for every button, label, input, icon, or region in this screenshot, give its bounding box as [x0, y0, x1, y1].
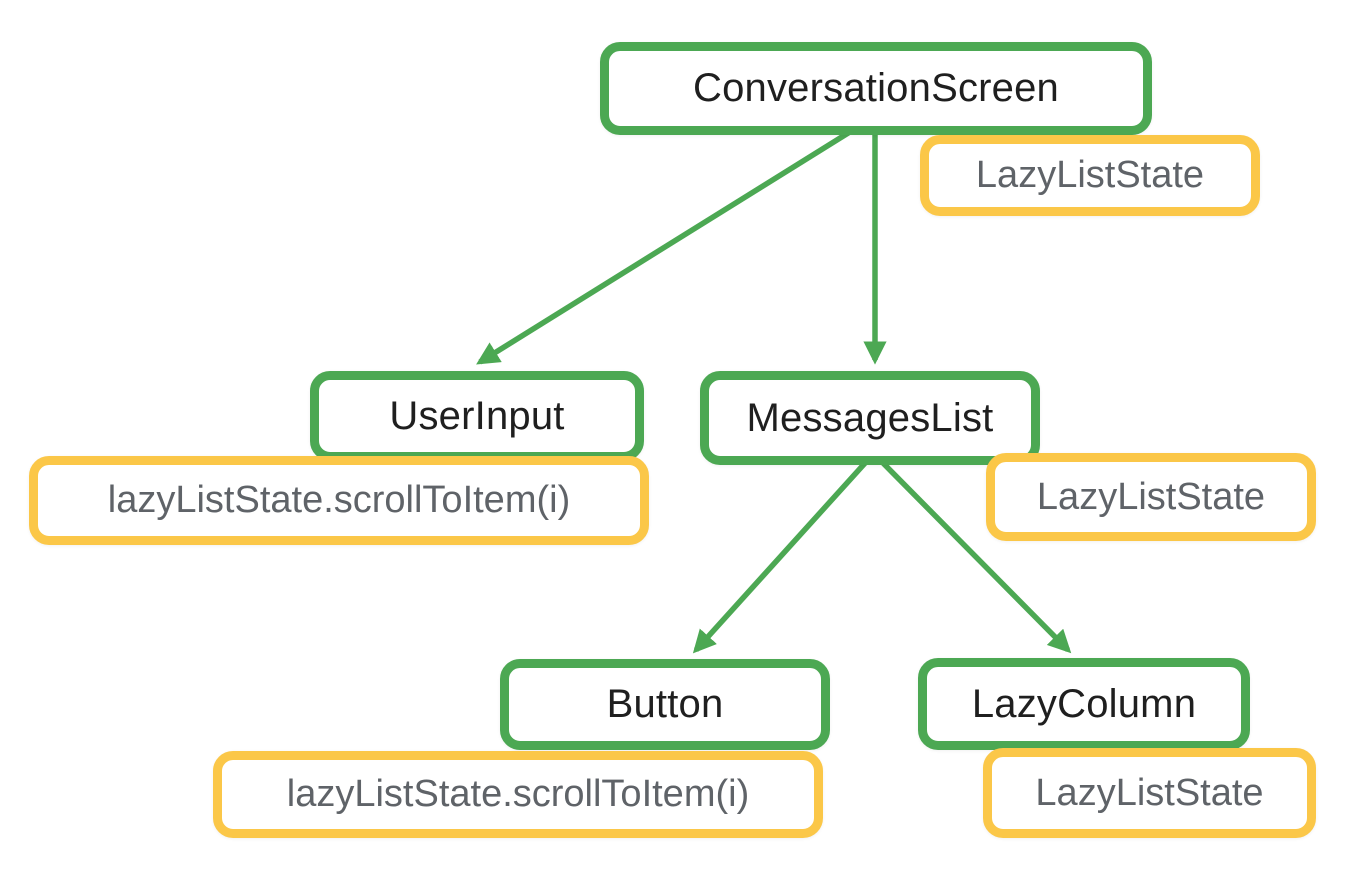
state-box-user-input: lazyListState.scrollToItem(i) [29, 456, 649, 545]
edge-conversationscreen-to-userinput [476, 127, 855, 365]
state-box-button: lazyListState.scrollToItem(i) [213, 751, 823, 838]
node-user-input-label: UserInput [389, 393, 565, 438]
state-box-lazy-column-label: LazyListState [1035, 771, 1264, 814]
state-box-lazy-column: LazyListState [983, 748, 1316, 838]
node-messages-list: MessagesList [700, 371, 1040, 465]
state-box-messages-list: LazyListState [986, 453, 1316, 541]
node-button: Button [500, 659, 830, 750]
node-messages-list-label: MessagesList [746, 395, 994, 440]
node-user-input: UserInput [310, 371, 644, 461]
node-conversation-screen-label: ConversationScreen [692, 66, 1060, 110]
node-conversation-screen: ConversationScreen [600, 42, 1152, 135]
edge-messageslist-to-lazycolumn [880, 460, 1072, 654]
edge-messageslist-to-button [692, 460, 869, 654]
state-box-user-input-label: lazyListState.scrollToItem(i) [107, 479, 571, 521]
state-box-conversation-screen: LazyListState [920, 135, 1260, 216]
state-box-messages-list-label: LazyListState [1036, 475, 1266, 518]
node-button-label: Button [606, 682, 724, 726]
node-lazy-column-label: LazyColumn [971, 681, 1197, 726]
state-box-button-label: lazyListState.scrollToItem(i) [286, 773, 750, 815]
node-lazy-column: LazyColumn [918, 658, 1250, 750]
state-box-conversation-screen-label: LazyListState [975, 154, 1205, 196]
